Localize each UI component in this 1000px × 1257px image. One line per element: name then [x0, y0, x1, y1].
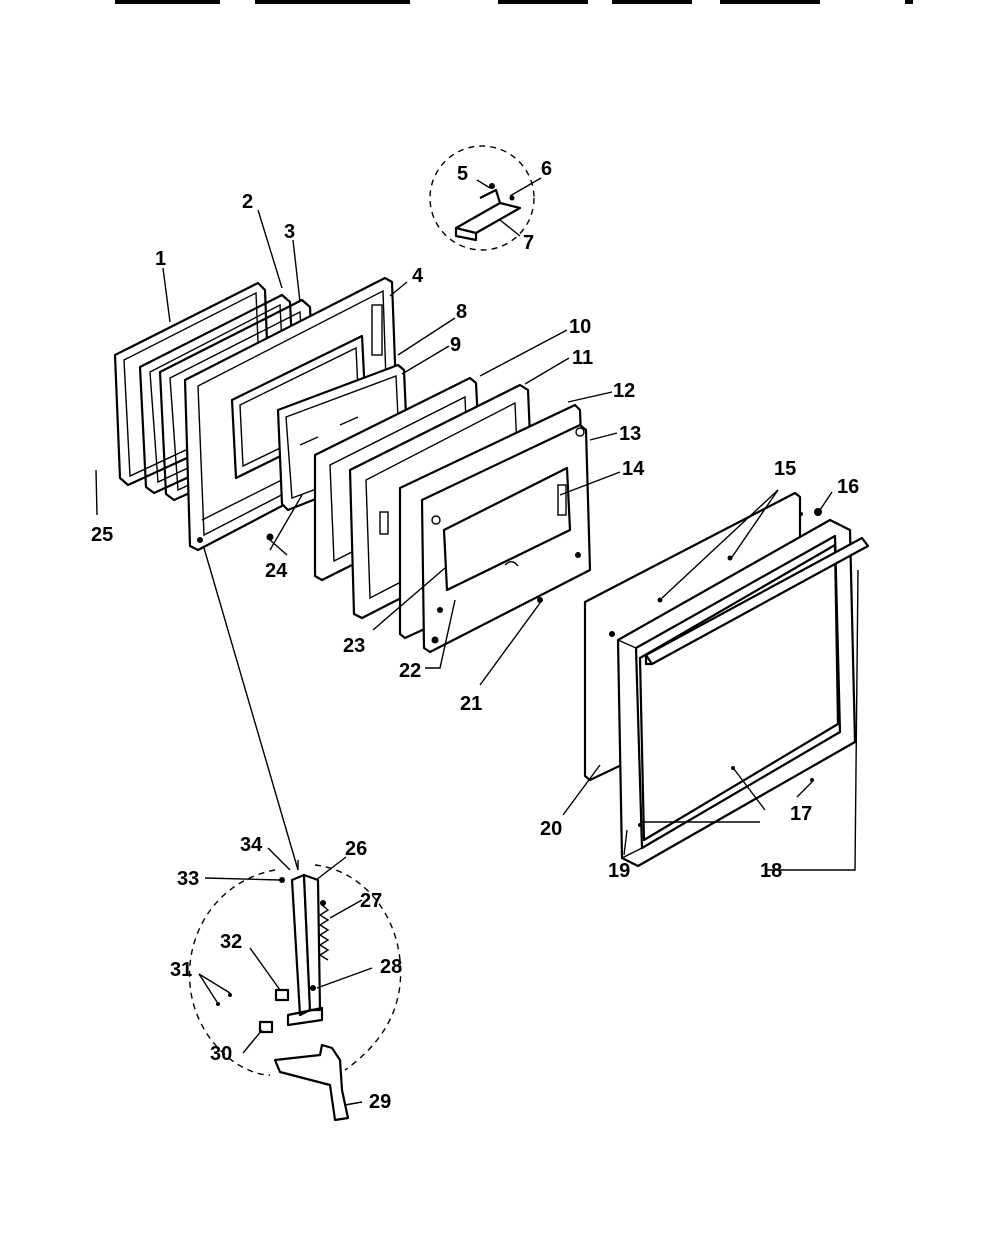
- callout-labels: 1 2 3 4 5 6 7 8 9 10 11 12 13 14 15 16 1…: [91, 158, 859, 1113]
- callout-18: 18: [760, 860, 782, 882]
- door-back-panels: [398, 403, 592, 654]
- callout-22: 22: [399, 660, 421, 682]
- callout-20: 20: [540, 818, 562, 840]
- header-fragments: [115, 0, 913, 4]
- callout-17: 17: [790, 803, 812, 825]
- leader-lines: [95, 177, 859, 1106]
- callout-6: 6: [541, 158, 552, 180]
- callout-29: 29: [369, 1091, 391, 1113]
- callout-1: 1: [155, 248, 166, 270]
- callout-21: 21: [460, 693, 482, 715]
- callout-5: 5: [457, 163, 468, 185]
- callout-7: 7: [523, 232, 534, 254]
- callout-13: 13: [619, 423, 641, 445]
- callout-2: 2: [242, 191, 253, 213]
- callout-23: 23: [343, 635, 365, 657]
- callout-9: 9: [450, 334, 461, 356]
- callout-10: 10: [569, 316, 591, 338]
- callout-19: 19: [608, 860, 630, 882]
- callout-31: 31: [170, 959, 192, 981]
- callout-8: 8: [456, 301, 467, 323]
- callout-16: 16: [837, 476, 859, 498]
- hinge-detail-circle: [188, 864, 402, 1122]
- callout-11: 11: [572, 347, 593, 369]
- callout-26: 26: [345, 838, 367, 860]
- callout-28: 28: [380, 956, 402, 978]
- callout-15: 15: [774, 458, 796, 480]
- callout-33: 33: [177, 868, 199, 890]
- top-detail-circle: [429, 145, 535, 251]
- callout-27: 27: [360, 890, 382, 912]
- callout-4: 4: [412, 265, 424, 287]
- callout-14: 14: [622, 458, 645, 480]
- callout-12: 12: [613, 380, 635, 402]
- callout-25: 25: [91, 524, 113, 546]
- callout-32: 32: [220, 931, 242, 953]
- callout-30: 30: [210, 1043, 232, 1065]
- callout-34: 34: [240, 834, 263, 856]
- callout-24: 24: [265, 560, 288, 582]
- callout-3: 3: [284, 221, 295, 243]
- outer-door-frame: [616, 508, 870, 868]
